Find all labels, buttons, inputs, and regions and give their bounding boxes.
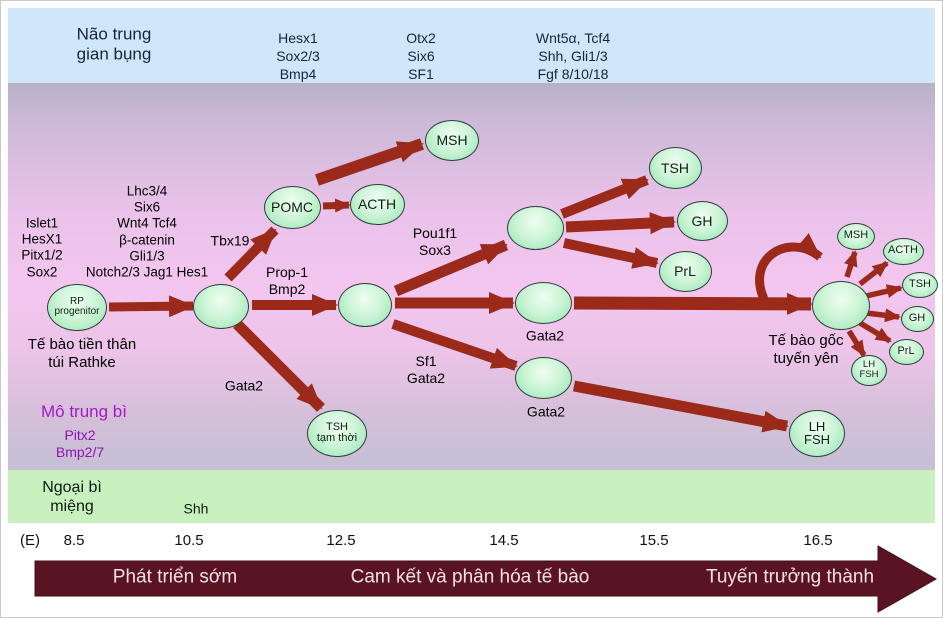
node-label-prl-small: PrL — [897, 345, 915, 358]
node-acth: ACTH — [349, 183, 405, 225]
diagram-label-11: Tế bào gốc tuyến yên — [768, 332, 844, 367]
node-label-rp-progenitor: RP progenitor — [54, 295, 100, 317]
node-label-gh-small: GH — [908, 312, 926, 325]
axis-tick-14.5: 14.5 — [489, 532, 519, 549]
node-label-gh: GH — [691, 212, 713, 229]
diagram-label-13: Pitx2 Bmp2/7 — [55, 427, 105, 460]
node-label-tsh-transient: TSH tạm thời — [316, 420, 358, 444]
node-pomc: POMC — [263, 185, 321, 229]
node-stem-cell — [812, 280, 870, 330]
node-label-lh-fsh-small: LH FSH — [859, 359, 879, 380]
diagram-label-2: Lhc3/4 Six6 Wnt4 Tcf4 β-catenin Gli1/3 N… — [85, 183, 209, 280]
diagram-label-7: Sf1 Gata2 — [406, 353, 446, 386]
node-label-acth: ACTH — [357, 195, 397, 212]
oral-ectoderm-gene: Shh — [183, 500, 209, 517]
axis-tick-10.5: 10.5 — [174, 532, 204, 549]
node-acth-small: ACTH — [882, 237, 924, 265]
node-lh-fsh-small: LH FSH — [851, 354, 887, 386]
node-gata2-precursor-1 — [514, 282, 572, 324]
midbrain-gene-column-2: Otx2 Six6 SF1 — [406, 30, 436, 82]
node-label-lh-fsh: LH FSH — [804, 418, 830, 447]
node-tsh: TSH — [648, 147, 702, 189]
node-pou1f1-precursor — [506, 206, 564, 250]
diagram-label-9: Gata2 — [526, 403, 566, 420]
node-progenitor-2 — [338, 283, 392, 327]
node-prl: PrL — [658, 250, 712, 292]
node-rp-progenitor: RP progenitor — [47, 283, 107, 331]
diagram-label-6: Gata2 — [224, 377, 264, 394]
midbrain-gene-column-3: Wnt5α, Tcf4 Shh, Gli1/3 Fgf 8/10/18 — [535, 30, 611, 82]
axis-tick-8.5: 8.5 — [63, 532, 85, 549]
oral-ectoderm-title: Ngoại bì miệng — [42, 478, 102, 515]
node-msh-small: MSH — [837, 222, 875, 250]
axis-tick-16.5: 16.5 — [803, 532, 833, 549]
timeline-label-2: Cam kết và phân hóa tế bào — [350, 566, 590, 588]
axis-e-label: (E) — [20, 532, 40, 549]
node-label-msh: MSH — [436, 131, 468, 148]
node-lh-fsh: LH FSH — [789, 409, 845, 457]
timeline-label-3: Tuyến trưởng thành — [705, 566, 875, 588]
node-prl-small: PrL — [888, 339, 924, 365]
node-label-pomc: POMC — [271, 198, 313, 215]
diagram-label-10: Tế bào tiền thân túi Rathke — [27, 336, 137, 371]
node-gh-small: GH — [900, 306, 934, 332]
axis-tick-12.5: 12.5 — [326, 532, 356, 549]
node-label-tsh-small: TSH — [909, 278, 931, 291]
diagram-label-4: Prop-1 Bmp2 — [265, 264, 309, 297]
node-label-prl: PrL — [674, 262, 696, 279]
node-tsh-transient: TSH tạm thời — [307, 409, 367, 457]
diagram-label-1: Islet1 HesX1 Pitx1/2 Sox2 — [21, 215, 63, 280]
timeline-label-1: Phát triển sớm — [112, 566, 238, 588]
diagram-label-12: Mô trung bì — [41, 401, 127, 421]
node-gata2-precursor-2 — [514, 357, 572, 399]
node-gh: GH — [676, 201, 728, 241]
midbrain-gene-column-1: Hesx1 Sox2/3 Bmp4 — [276, 30, 320, 82]
node-label-acth-small: ACTH — [888, 244, 918, 257]
midbrain-band-title: Não trung gian bụng — [76, 24, 152, 64]
oral-ectoderm-band: Ngoại bì miệng Shh — [8, 470, 935, 523]
midbrain-band: Não trung gian bụng Hesx1 Sox2/3 Bmp4 Otx… — [8, 8, 935, 83]
axis-tick-15.5: 15.5 — [639, 532, 669, 549]
node-progenitor-1 — [193, 283, 249, 329]
diagram-label-5: Pou1f1 Sox3 — [412, 225, 458, 258]
node-tsh-small: TSH — [902, 272, 938, 298]
diagram-label-8: Gata2 — [525, 327, 565, 344]
node-msh: MSH — [425, 119, 479, 161]
node-label-tsh: TSH — [661, 159, 689, 176]
node-label-msh-small: MSH — [843, 229, 869, 242]
diagram-label-3: Tbx19 — [210, 232, 250, 249]
